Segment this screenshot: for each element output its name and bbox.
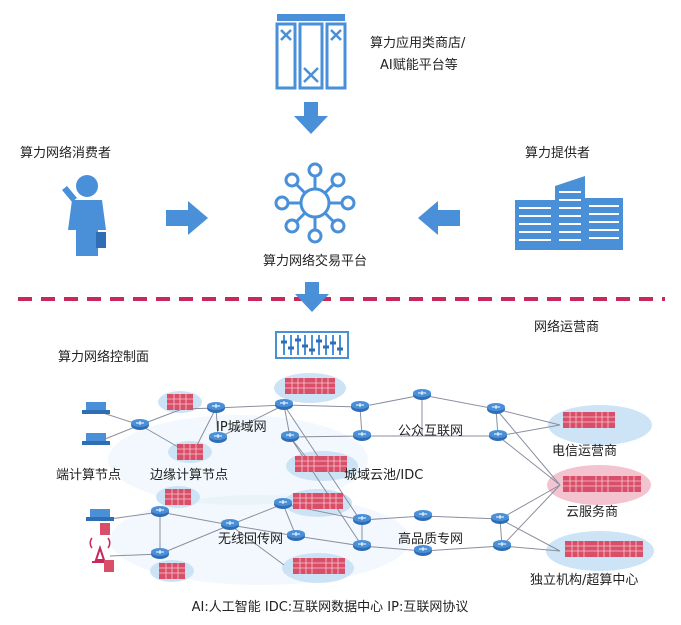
arrow-left-icon — [418, 201, 460, 235]
arrow-right-icon — [166, 201, 208, 235]
supercomputing-label: 独立机构/超算中心 — [530, 573, 639, 588]
antenna-icon — [89, 537, 114, 572]
person-icon — [62, 175, 106, 256]
legend-text: AI:人工智能 IDC:互联网数据中心 IP:互联网协议 — [191, 600, 469, 615]
metro-cloud-label: 城域云池/IDC — [344, 468, 424, 483]
premium-network-label: 高品质专网 — [398, 532, 464, 547]
arrow-down-icon — [294, 102, 328, 134]
consumer-label: 算力网络消费者 — [20, 146, 112, 161]
terminal-device-icon — [82, 402, 114, 535]
app-store-label-line2: AI赋能平台等 — [380, 58, 458, 73]
operator-label: 网络运营商 — [534, 320, 600, 335]
network-links — [99, 394, 561, 566]
edge-nodes-label: 边缘计算节点 — [150, 468, 229, 483]
control-panel-icon — [275, 331, 349, 359]
ip-metro-label: IP城域网 — [216, 420, 267, 435]
control-plane-label: 算力网络控制面 — [58, 350, 150, 365]
wireless-backhaul-label: 无线回传网 — [218, 532, 284, 547]
building-icon — [515, 176, 623, 250]
arrow-down-icon — [295, 282, 329, 312]
cloud-provider-label: 云服务商 — [566, 505, 619, 520]
app-store-label-line1: 算力应用类商店/ — [370, 36, 466, 51]
app-store-icon — [275, 14, 347, 90]
provider-label: 算力提供者 — [525, 146, 591, 161]
public-internet-label: 公众互联网 — [398, 424, 464, 439]
network-hub-icon — [274, 162, 356, 244]
trading-platform-label: 算力网络交易平台 — [262, 254, 368, 269]
telecom-operator-label: 电信运营商 — [552, 444, 618, 459]
terminal-nodes-label: 端计算节点 — [56, 468, 122, 483]
